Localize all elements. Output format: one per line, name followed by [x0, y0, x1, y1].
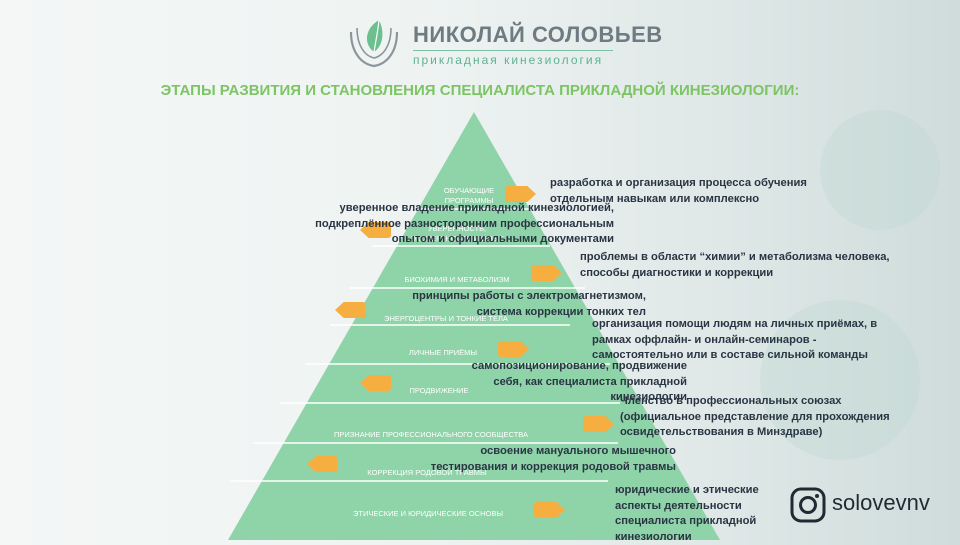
stage-description: Членство в профессиональных союзах(офици… — [620, 395, 890, 438]
arrow-left-icon — [360, 222, 391, 238]
logo-divider — [413, 50, 613, 51]
brand-logo: НИКОЛАЙ СОЛОВЬЕВ прикладная кинезиология — [345, 12, 662, 72]
pyramid-level-label: ПРИЗНАНИЕ ПРОФЕССИОНАЛЬНОГО СООБЩЕСТВА — [333, 430, 529, 439]
pyramid-level-label: ЭНЕРГОЦЕНТРЫ И ТОНКИЕ ТЕЛА — [384, 314, 508, 323]
brand-subtitle: прикладная кинезиология — [413, 53, 604, 67]
stage-description: проблемы в области “химии” и метаболизма… — [580, 251, 890, 279]
stage-description: уверенное владение прикладной кинезиолог… — [315, 202, 614, 245]
pyramid-level-label: БИОХИМИЯ И МЕТАБОЛИЗМ — [404, 275, 510, 284]
arrow-right-icon — [534, 502, 565, 518]
arrow-left-icon — [335, 302, 366, 318]
pyramid-level-label: ЛИЧНЫЕ ПРИЁМЫ — [408, 348, 478, 357]
stage-description: разработка и организация процесса обучен… — [550, 177, 807, 205]
arrow-right-icon — [583, 416, 614, 432]
instagram-icon[interactable] — [790, 487, 826, 523]
hands-leaf-logo-icon — [349, 19, 399, 68]
arrow-right-icon — [505, 186, 536, 202]
arrow-left-icon — [360, 375, 391, 391]
brand-name: НИКОЛАЙ СОЛОВЬЕВ — [413, 22, 663, 47]
stage-description: организация помощи людям на личных приём… — [592, 318, 878, 361]
background-decoration — [760, 300, 920, 460]
page-title: ЭТАПЫ РАЗВИТИЯ И СТАНОВЛЕНИЯ СПЕЦИАЛИСТА… — [160, 82, 800, 99]
arrow-right-icon — [531, 265, 562, 281]
instagram-handle[interactable]: solovevnv — [832, 490, 930, 515]
arrow-left-icon — [307, 456, 338, 472]
pyramid-level-label: КОРРЕКЦИЯ РОДОВОЙ ТРАВМЫ — [367, 468, 487, 477]
pyramid-shape — [228, 112, 720, 540]
pyramid-level-label: УВЕРЕННОСТЬ,ЭКСПЕРТНОСТЬ И ОПЫТ — [410, 224, 504, 243]
stage-description: принципы работы с электромагнетизмом,сис… — [412, 290, 646, 318]
background-decoration — [820, 110, 940, 230]
pyramid-level-label: ПРОДВИЖЕНИЕ — [409, 386, 469, 395]
arrow-right-icon — [498, 341, 529, 357]
pyramid-level-label: ЭТИЧЕСКИЕ И ЮРИДИЧЕСКИЕ ОСНОВЫ — [353, 509, 503, 518]
